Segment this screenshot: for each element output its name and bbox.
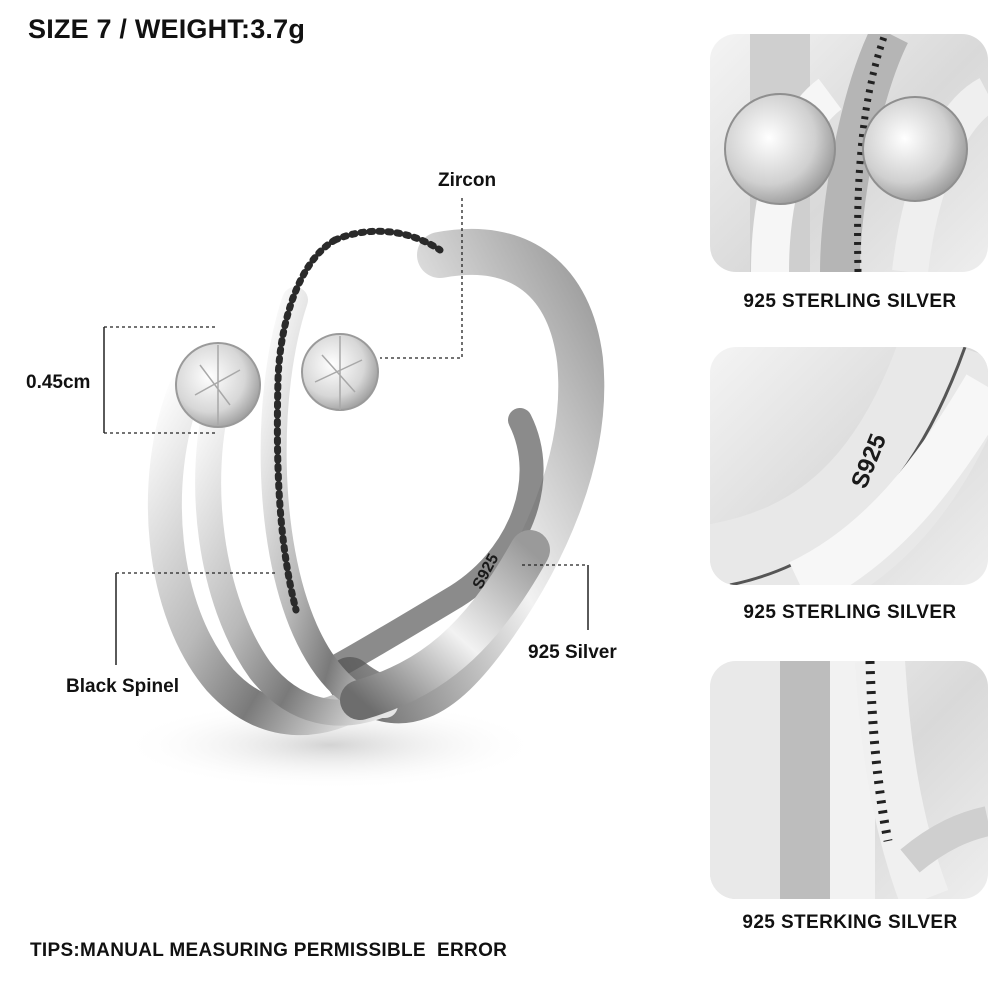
thumbnail-stamp-closeup: S925 [710, 347, 988, 585]
thumbnail-caption-2: 925 STERLING SILVER [743, 602, 957, 623]
thumbnail-stones-closeup [710, 34, 988, 272]
black-spinel-pave [273, 236, 339, 614]
ring-shadow [120, 700, 540, 790]
zircon-label: Zircon [438, 170, 497, 191]
measurement-tips: TIPS:MANUAL MEASURING PERMISSIBLE ERROR [30, 940, 508, 961]
product-spec-title: SIZE 7 / WEIGHT:3.7g [28, 14, 306, 44]
ring-front-band-middle [195, 377, 393, 726]
silver-label: 925 Silver [528, 642, 617, 663]
thumbnail-caption-3: 925 STERKING SILVER [742, 912, 958, 933]
thumbnail-caption-1: 925 STERLING SILVER [743, 291, 957, 312]
width-measure-label: 0.45cm [26, 372, 91, 393]
thumbnail-spinel-closeup [710, 661, 988, 899]
ring-main-image: S925 [120, 227, 605, 790]
black-spinel-label: Black Spinel [66, 676, 179, 697]
